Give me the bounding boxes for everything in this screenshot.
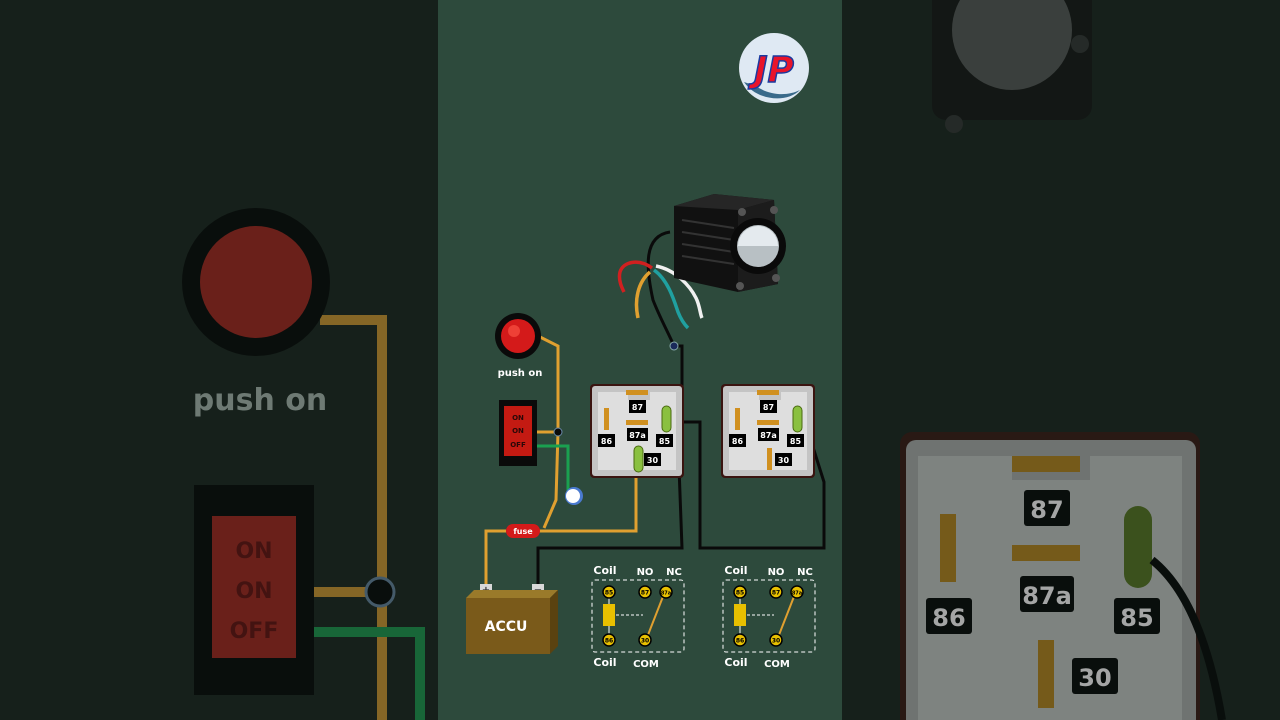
schematic1-coil: [603, 604, 615, 626]
bg-pin-85: 85: [1120, 604, 1153, 632]
bg-switch-off: OFF: [230, 619, 279, 644]
switch-label-on1: ON: [512, 414, 524, 422]
bg-green-wire: [300, 627, 425, 720]
orange-wire-to-battery-positive: [484, 529, 506, 588]
bg-push-on-label: push on: [193, 383, 327, 418]
push-button[interactable]: [495, 313, 541, 359]
headlight-black-wire: [646, 230, 676, 347]
schematic1-pin-30: 30: [641, 638, 649, 645]
led-headlight: [674, 194, 786, 292]
push-button-label: push on: [498, 368, 543, 379]
bg-junction-dot: [364, 576, 396, 608]
switch-label-on2: ON: [512, 427, 524, 435]
rocker-switch[interactable]: ON ON OFF: [499, 400, 537, 466]
relay1-pin-85: 85: [659, 437, 671, 446]
headlight-cable-connector: [669, 341, 679, 351]
relay2-pin-85: 85: [790, 437, 802, 446]
schematic1-pin-85: 85: [605, 590, 613, 597]
relay1-pin-87: 87: [632, 403, 643, 412]
ground-connector: [565, 487, 583, 505]
schematic1-com: COM: [633, 659, 659, 670]
battery-label: ACCU: [485, 619, 528, 635]
fuse-label: fuse: [513, 527, 533, 536]
schematic2-nc: NC: [797, 567, 813, 578]
relay2-pin-30: 30: [778, 456, 790, 465]
relay-2: 87 86 87a 85 30: [721, 384, 815, 478]
green-wire-ground: [536, 444, 574, 497]
left-zoom-art: push on ON ON OFF: [182, 208, 425, 720]
relay2-pin-86: 86: [732, 437, 744, 446]
relay1-pin-30: 30: [647, 456, 659, 465]
bg-switch-on2: ON: [235, 579, 272, 604]
schematic2-pin-87a: 87a: [792, 591, 802, 597]
orange-wire-to-relay-pin30: [538, 470, 638, 533]
headlight-yellow-wire: [634, 270, 652, 319]
schematic2-coil-bottom: Coil: [724, 656, 747, 669]
schematic2-com: COM: [764, 659, 790, 670]
fuse: fuse: [506, 524, 540, 538]
battery: + − ACCU: [466, 584, 558, 654]
relay1-pin-87a: 87a: [629, 431, 646, 440]
schematic1-switch-arm: [645, 593, 665, 641]
relay-1: 87 86 87a 85 30: [590, 384, 684, 478]
headlight-red-wire: [617, 260, 654, 293]
schematic2-coil: [734, 604, 746, 626]
schematic2-pin-85: 85: [736, 590, 744, 597]
wiring-diagram: JP push: [466, 33, 826, 670]
bg-switch-on1: ON: [235, 539, 272, 564]
relay-schematic-2: 85 86 87 87a 30 Coil NO NC Coil COM: [722, 564, 816, 670]
bg-push-button: [200, 226, 312, 338]
schematic1-no: NO: [637, 567, 654, 578]
left-zoom-background: push on ON ON OFF: [0, 0, 438, 720]
bg-pin-30: 30: [1078, 664, 1111, 692]
bg-headlight-body: [932, 0, 1092, 120]
bg-pin-86: 86: [932, 604, 965, 632]
headlight-teal-wire: [652, 268, 690, 330]
schematic2-pin-86: 86: [736, 638, 744, 645]
schematic1-nc: NC: [666, 567, 682, 578]
schematic1-pin-87: 87: [641, 590, 649, 597]
switch-junction-dot: [553, 427, 563, 437]
schematic2-pin-30: 30: [772, 638, 780, 645]
schematic2-no: NO: [768, 567, 785, 578]
wiring-diagram-panel: JP push: [438, 0, 842, 720]
jp-logo: JP: [739, 33, 809, 103]
relay1-pin-86: 86: [601, 437, 613, 446]
schematic2-switch-arm: [776, 593, 796, 641]
switch-label-off: OFF: [510, 441, 526, 449]
relay2-pin-87: 87: [763, 403, 774, 412]
schematic2-pin-87: 87: [772, 590, 780, 597]
bg-pin-87: 87: [1030, 496, 1063, 524]
logo-text: JP: [748, 50, 794, 91]
schematic1-coil-bottom: Coil: [593, 656, 616, 669]
relay2-pin-87a: 87a: [760, 431, 777, 440]
right-zoom-background: 87 86 87a 85 30: [842, 0, 1280, 720]
bg-orange-wire: [320, 315, 387, 720]
right-zoom-art: 87 86 87a 85 30: [900, 0, 1226, 720]
bg-pin-87a: 87a: [1022, 582, 1072, 610]
schematic1-coil-top: Coil: [593, 564, 616, 577]
relay-schematic-1: 85 86 87 87a 30 Coil NO NC Coil COM: [591, 564, 685, 670]
schematic1-pin-86: 86: [605, 638, 613, 645]
schematic2-coil-top: Coil: [724, 564, 747, 577]
schematic1-pin-87a: 87a: [661, 591, 671, 597]
headlight-white-wire: [655, 264, 704, 319]
